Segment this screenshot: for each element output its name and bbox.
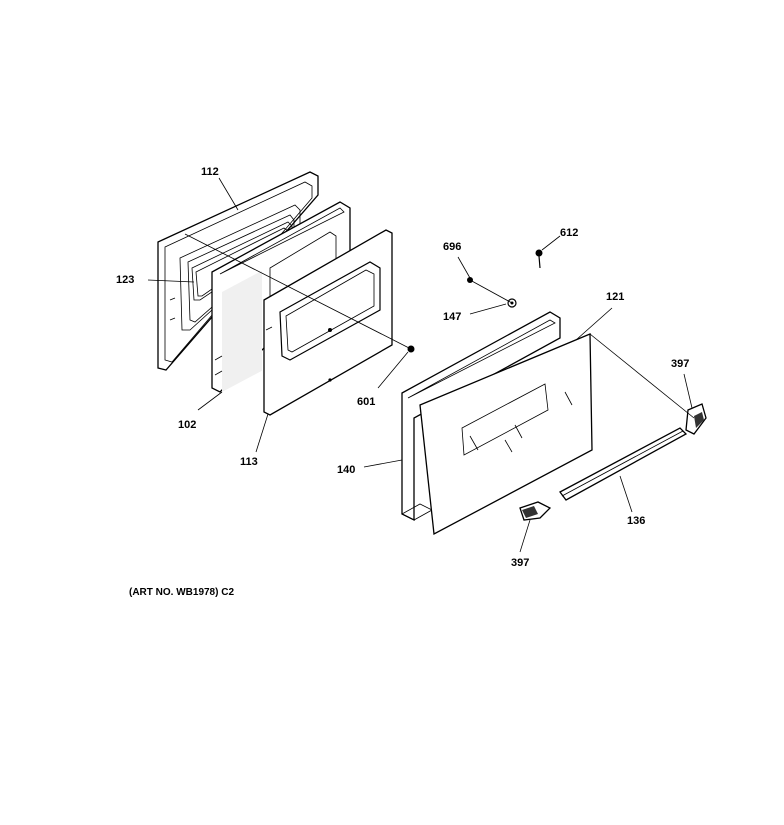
leader-lines [147,177,693,553]
part-397-end-cap-right [685,403,707,435]
label-113: 113 [240,456,258,468]
label-123: 123 [116,274,134,286]
label-140: 140 [337,464,355,476]
part-140-door-frame [401,311,561,522]
art-number-caption: (ART NO. WB1978) C2 [129,587,234,598]
label-121: 121 [606,291,624,303]
label-136: 136 [627,515,645,527]
part-113-window-frame [263,229,393,416]
label-147: 147 [443,311,461,323]
label-397-top: 397 [671,358,689,370]
part-136-handle-bar [559,427,688,501]
label-112: 112 [201,166,219,178]
label-601: 601 [357,396,375,408]
part-397-end-cap-left [519,501,552,521]
label-102: 102 [178,419,196,431]
part-121-door-glass [419,333,593,536]
label-397-bottom: 397 [511,557,529,569]
label-696: 696 [443,241,461,253]
label-612: 612 [560,227,578,239]
assembly-lines [184,233,695,419]
part-612-screw [535,249,543,269]
